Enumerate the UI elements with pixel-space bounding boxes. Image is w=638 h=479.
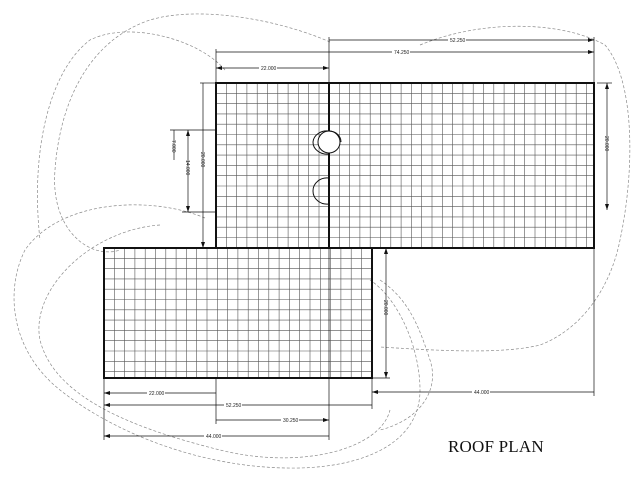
upper-left-roof-section [215, 82, 330, 249]
dim-lower-right-20000: 20.000 [382, 300, 388, 316]
dim-bottom-44000: 44.000 [206, 434, 222, 440]
dim-bottom-30250: 30.250 [283, 418, 299, 424]
dimension-labels: 52.250 74.250 22.000 20.000 20.000 14.00… [147, 36, 609, 440]
dim-bottom-right-44000: 44.000 [474, 390, 490, 396]
dim-top-22000: 22.000 [261, 66, 277, 72]
dim-top-74250: 74.250 [394, 50, 410, 56]
dim-bottom-52250: 52.250 [226, 403, 242, 409]
dim-left-7000: 7.000 [170, 140, 176, 153]
dim-left-14000: 14.000 [184, 160, 190, 176]
upper-right-roof-section [328, 82, 595, 249]
dim-top-52250: 52.250 [450, 38, 466, 44]
dim-bottom-22000: 22.000 [149, 391, 165, 397]
dim-left-20000: 20.000 [199, 152, 205, 168]
dimension-arrows [104, 38, 609, 438]
door-arcs [312, 130, 342, 205]
dimension-lines [103, 37, 612, 440]
dashed-outline [13, 13, 631, 469]
dim-right-20000: 20.000 [603, 136, 609, 152]
drawing-title: ROOF PLAN [448, 437, 544, 456]
lower-roof-section [103, 247, 373, 379]
